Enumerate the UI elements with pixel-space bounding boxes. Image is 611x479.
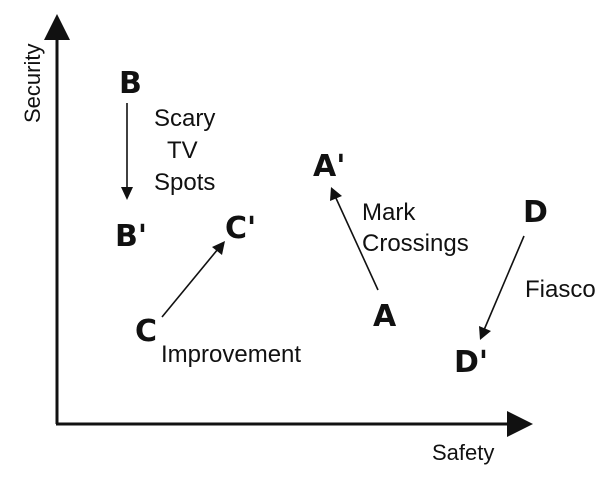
point-d-prime-label: D' [454,345,488,380]
point-c-label: C [135,314,157,349]
point-d-label: D [523,195,548,230]
point-a-prime-label: A' [313,149,345,184]
x-axis-arrowhead [507,411,533,437]
axes: Safety Security [20,14,533,465]
mark-crossings-annotation: Mark Crossings [362,199,469,257]
x-axis-title: Safety [432,440,494,465]
point-b-label: B [119,66,142,101]
point-c-prime-label: C' [225,211,256,246]
scary-tv-spots-line-1: Scary [154,105,215,132]
d-to-d-prime-arrow [483,235,525,331]
point-b-prime-label: B' [115,219,147,254]
transition-a-to-a-prime: A A' Mark Crossings [313,149,469,334]
transition-c-to-c-prime: C C' Improvement [135,211,301,368]
improvement-annotation: Improvement [161,341,301,368]
scary-tv-spots-line-2: TV [167,137,198,164]
c-to-c-prime-arrow [161,248,219,318]
point-a-label: A [373,299,397,334]
b-to-b-prime-arrowhead [121,187,133,200]
a-to-a-prime-arrowhead [330,187,342,201]
fiasco-annotation: Fiasco [525,276,596,303]
c-to-c-prime-arrowhead [212,241,225,255]
a-to-a-prime-arrow [334,195,379,291]
transition-d-to-d-prime: D D' Fiasco [454,195,596,380]
transition-b-to-b-prime: B B' Scary TV Spots [115,66,222,254]
scary-tv-spots-line-3: Spots [154,169,215,196]
mark-crossings-line-2: Crossings [362,230,469,257]
d-to-d-prime-arrowhead [479,326,491,340]
mark-crossings-line-1: Mark [362,199,416,226]
scary-tv-spots-annotation: Scary TV Spots [154,105,222,196]
y-axis-arrowhead [44,14,70,40]
y-axis-title: Security [20,44,45,123]
